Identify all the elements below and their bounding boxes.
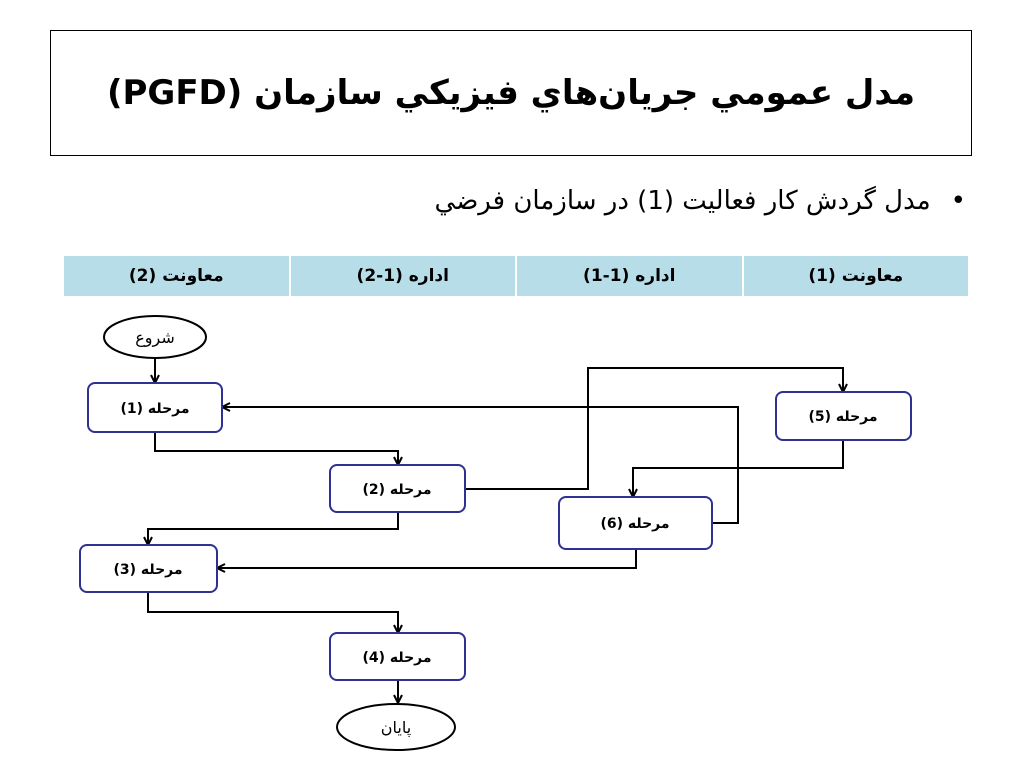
step-2-label: مرحله (2) (362, 482, 431, 498)
step-6: مرحله (6) (558, 496, 713, 550)
lane-header-2: اداره (1-1) (515, 256, 742, 296)
step-4: مرحله (4) (329, 632, 466, 681)
connectors (148, 358, 843, 703)
page-title: مدل عمومي جريان‌هاي فيزيكي سازمان (PGFD) (106, 73, 916, 113)
connector-s2-s5 (465, 367, 843, 490)
connector-s6-s3 (217, 550, 637, 568)
bullet-text: مدل گردش كار فعاليت (1) در سازمان فرضي (434, 186, 931, 216)
step-5: مرحله (5) (775, 391, 912, 441)
connector-s2-s3 (148, 512, 399, 545)
step-2: مرحله (2) (329, 464, 466, 513)
step-6-label: مرحله (6) (600, 516, 669, 532)
step-4-label: مرحله (4) (362, 650, 431, 666)
lane-header-3: اداره (1-2) (288, 256, 515, 296)
lane-header-1: معاونت (1) (741, 256, 968, 296)
bullet-item: • مدل گردش كار فعاليت (1) در سازمان فرضي (435, 186, 966, 216)
step-3-label: مرحله (3) (113, 562, 182, 578)
title-box: مدل عمومي جريان‌هاي فيزيكي سازمان (PGFD) (50, 30, 972, 156)
connector-s1-s2 (154, 432, 398, 465)
terminal-end: پايان (336, 703, 456, 751)
step-1: مرحله (1) (87, 382, 223, 433)
lane-header-4: معاونت (2) (64, 256, 289, 296)
bullet-dot-icon: • (950, 186, 966, 216)
swimlane-header: معاونت (1) اداره (1-1) اداره (1-2) معاون… (64, 256, 968, 296)
terminal-end-label: پايان (381, 718, 411, 738)
terminal-start: شروع (103, 315, 207, 359)
connector-s3-s4 (147, 592, 398, 633)
terminal-start-label: شروع (135, 328, 175, 348)
step-5-label: مرحله (5) (808, 409, 877, 425)
step-1-label: مرحله (1) (120, 401, 189, 417)
connector-s6-s1 (222, 407, 739, 524)
step-3: مرحله (3) (79, 544, 218, 593)
